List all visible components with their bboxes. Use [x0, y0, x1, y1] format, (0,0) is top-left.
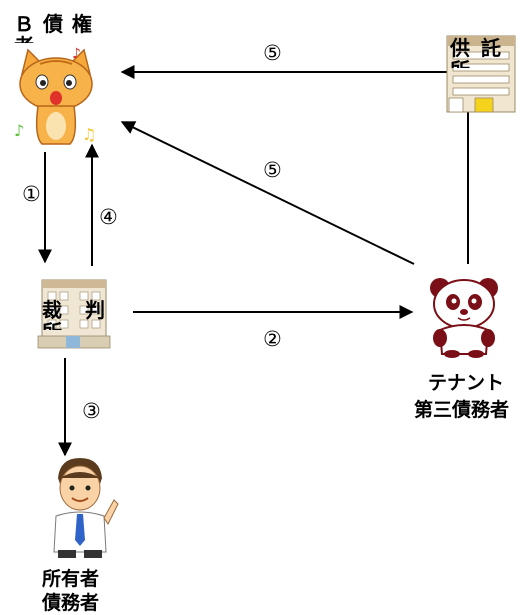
svg-text:♫: ♫: [82, 125, 96, 144]
step-5b-label: ⑤: [263, 158, 282, 182]
step-1-label: ①: [22, 182, 41, 206]
step-5a-label: ⑤: [263, 41, 282, 65]
tenant-label-line2: 第三債務者: [414, 399, 510, 421]
creditor-label-line2: 者: [14, 30, 34, 43]
step-3-label: ③: [82, 399, 101, 423]
court-label-line2: 所: [42, 316, 62, 330]
deposit-label-line2: 所: [450, 54, 470, 68]
panda-icon: [430, 278, 498, 358]
creditor-label-line1: Ｂ 債 権: [14, 12, 93, 36]
tenant-label-line1: テナント: [428, 372, 505, 394]
svg-text:♪: ♪: [72, 46, 81, 62]
step-4-label: ④: [99, 205, 118, 229]
court-label-line1: 裁 判: [42, 298, 113, 322]
deposit-label-line1: 供 託: [450, 36, 503, 60]
court-building-icon: [37, 279, 111, 349]
deposit-building-icon: [446, 35, 516, 113]
owner-label-line2: 債務者: [42, 592, 100, 614]
businessman-icon: [53, 458, 119, 558]
step-2-label: ②: [263, 327, 282, 351]
cat-icon: ♪ ♪ ♫: [14, 46, 96, 145]
arrow-5b: [120, 121, 415, 265]
svg-text:♪: ♪: [14, 121, 24, 140]
owner-label-line1: 所有者: [42, 568, 100, 590]
